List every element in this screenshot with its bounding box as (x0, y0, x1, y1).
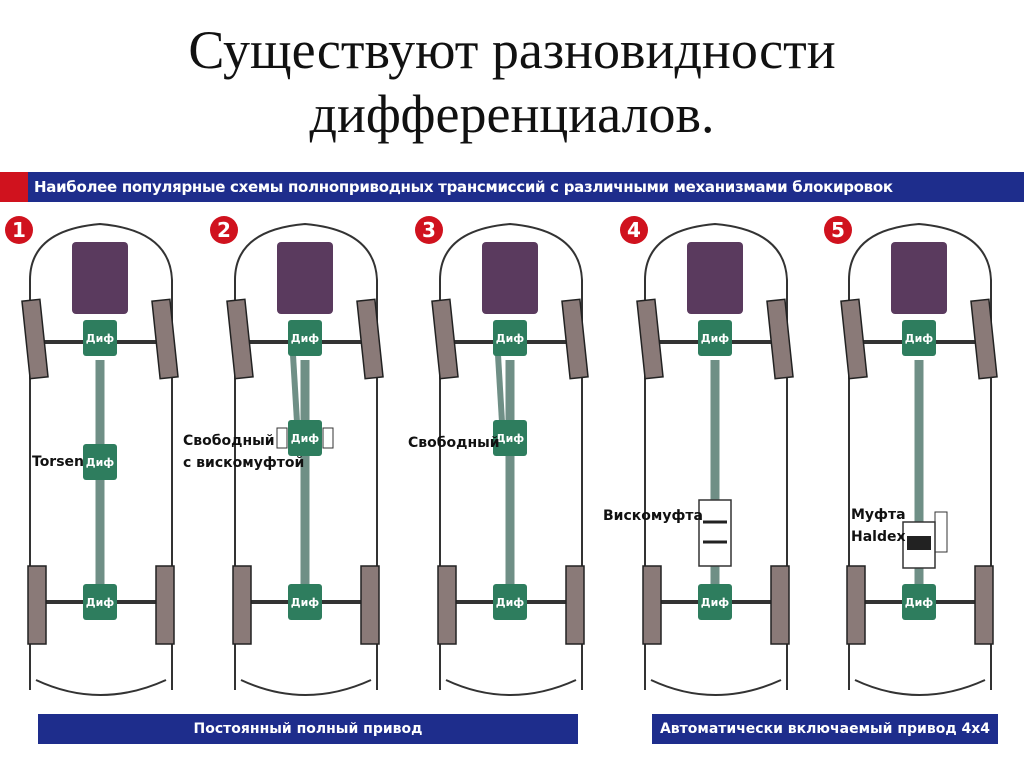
front-diff-label: Диф (86, 332, 115, 345)
front-diff (288, 320, 322, 356)
rear-diff-label: Диф (496, 596, 525, 609)
viscous-coupling (698, 499, 732, 567)
front-left-wheel (21, 298, 49, 380)
viscous-plate-left (276, 427, 288, 449)
front-right-wheel (151, 298, 179, 380)
rear-diff-label: Диф (905, 596, 934, 609)
rear-diff (902, 584, 936, 620)
scheme-number-badge: 4 (620, 216, 648, 244)
rear-diff-label: Диф (291, 596, 320, 609)
body-outline-rear (35, 679, 167, 696)
body-outline-front (848, 222, 992, 281)
center-diff-label: Свободный (183, 433, 275, 449)
body-outline-rear (240, 679, 372, 696)
rear-right-wheel (974, 565, 994, 645)
rear-diff (83, 584, 117, 620)
rear-right-wheel (565, 565, 585, 645)
drivetrain-figure: Наиболее популярные схемы полноприводных… (0, 170, 1024, 767)
rear-diff (493, 584, 527, 620)
rear-left-wheel (642, 565, 662, 645)
body-outline-rear (650, 679, 782, 696)
front-diff-label: Диф (701, 332, 730, 345)
front-left-wheel (840, 298, 868, 380)
rear-diff (288, 584, 322, 620)
rear-diff-label: Диф (701, 596, 730, 609)
front-right-wheel (356, 298, 384, 380)
slide-title-line-2: дифференциалов. (309, 84, 715, 144)
front-right-wheel (970, 298, 998, 380)
rear-diff-label: Диф (86, 596, 115, 609)
body-outline-rear (445, 679, 577, 696)
front-right-wheel (766, 298, 794, 380)
front-diff (493, 320, 527, 356)
front-left-wheel (226, 298, 254, 380)
front-left-wheel (636, 298, 664, 380)
center-diff (288, 420, 322, 456)
center-diff-label-2: с вискомуфтой (183, 455, 305, 471)
center-diff-label: Свободный (408, 435, 500, 451)
coupling-label-2: Haldex (851, 529, 906, 545)
rear-right-wheel (770, 565, 790, 645)
viscous-plate-right (322, 427, 334, 449)
body-outline-front (234, 222, 378, 281)
header-red-marker (0, 172, 28, 202)
rear-left-wheel (232, 565, 252, 645)
secondary-shaft (495, 354, 505, 423)
front-right-wheel (561, 298, 589, 380)
scheme-number-badge: 1 (5, 216, 33, 244)
center-diff (83, 444, 117, 480)
front-diff-label: Диф (496, 332, 525, 345)
engine-block (687, 242, 743, 314)
footer-automatic-4x4: Автоматически включаемый привод 4x4 (652, 714, 998, 744)
engine-block (482, 242, 538, 314)
slide-title: Существуют разновидности дифференциалов. (0, 18, 1024, 146)
figure-header-text: Наиболее популярные схемы полноприводных… (34, 178, 893, 196)
center-diff-label: Диф (291, 432, 320, 445)
rear-right-wheel (360, 565, 380, 645)
scheme-number-badge: 5 (824, 216, 852, 244)
rear-right-wheel (155, 565, 175, 645)
coupling-label: Вискомуфта (603, 508, 703, 524)
haldex-clutch-pack (907, 536, 931, 550)
center-diff-label: Диф (86, 456, 115, 469)
engine-block (72, 242, 128, 314)
front-diff (902, 320, 936, 356)
rear-left-wheel (27, 565, 47, 645)
body-outline-front (644, 222, 788, 281)
front-diff (83, 320, 117, 356)
secondary-shaft (290, 354, 300, 423)
slide-title-line-1: Существуют разновидности (188, 20, 836, 80)
body-outline-front (29, 222, 173, 281)
front-diff-label: Диф (905, 332, 934, 345)
engine-block (891, 242, 947, 314)
center-diff-label: Диф (496, 432, 525, 445)
engine-block (277, 242, 333, 314)
scheme-number-badge: 3 (415, 216, 443, 244)
haldex-controller (934, 511, 948, 553)
center-diff-label: Torsen (32, 454, 85, 470)
rear-left-wheel (437, 565, 457, 645)
front-diff (698, 320, 732, 356)
figure-header: Наиболее популярные схемы полноприводных… (0, 172, 1024, 202)
body-outline-rear (854, 679, 986, 696)
body-outline-front (439, 222, 583, 281)
footer-permanent-awd: Постоянный полный привод (38, 714, 578, 744)
coupling-label: Муфта (851, 507, 906, 523)
center-diff (493, 420, 527, 456)
scheme-number-badge: 2 (210, 216, 238, 244)
front-left-wheel (431, 298, 459, 380)
rear-left-wheel (846, 565, 866, 645)
rear-diff (698, 584, 732, 620)
front-diff-label: Диф (291, 332, 320, 345)
